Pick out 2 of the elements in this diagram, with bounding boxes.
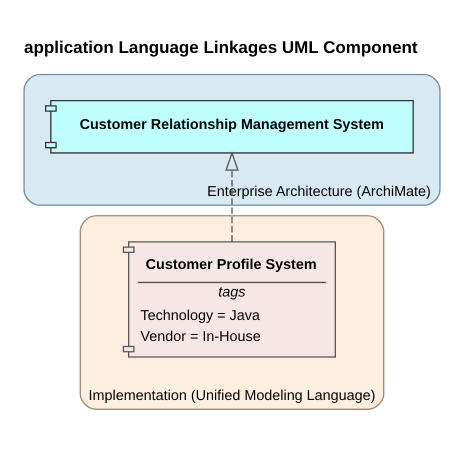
arrow — [225, 150, 239, 241]
diagram-title: application Language Linkages UML Component — [24, 37, 418, 56]
